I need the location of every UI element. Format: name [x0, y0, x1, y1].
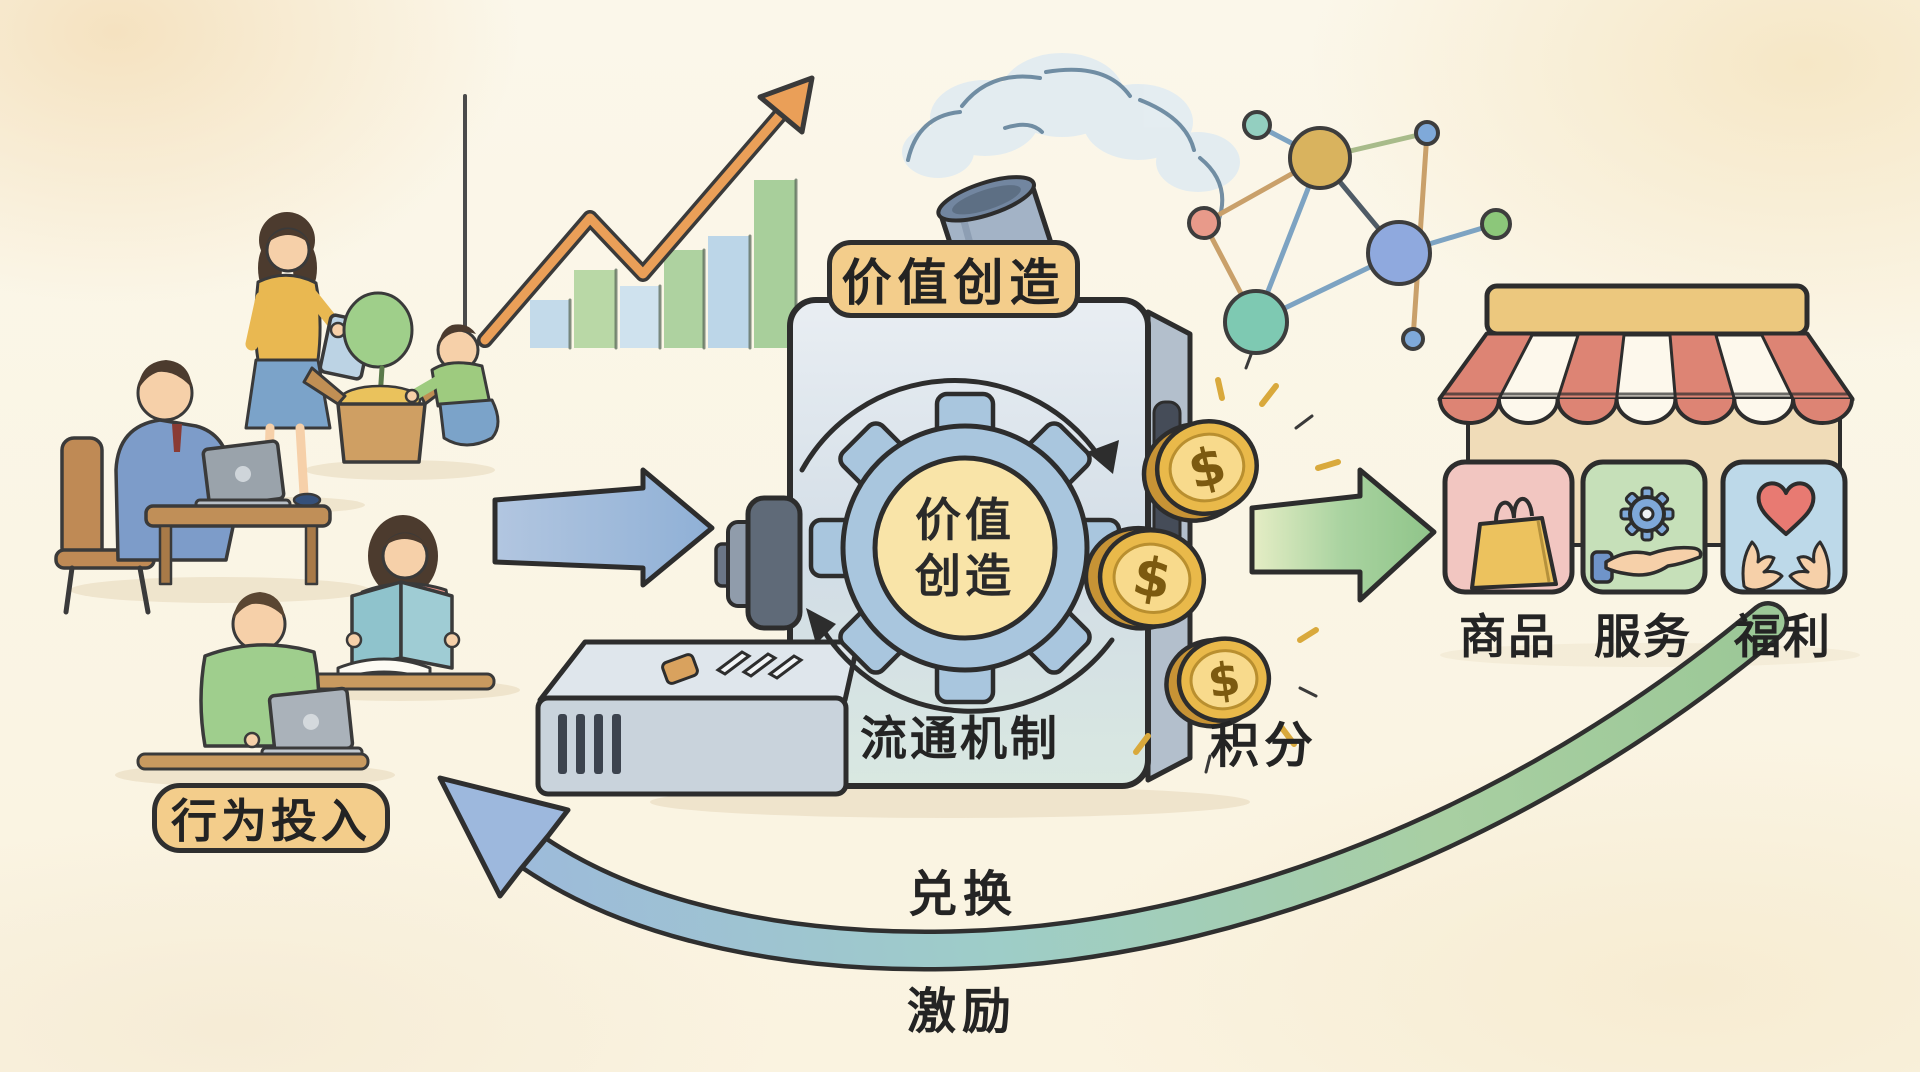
shopping-bag-icon	[1470, 496, 1558, 590]
store-item-label-welfare: 福利	[1734, 610, 1832, 665]
input-flow-arrow	[492, 467, 715, 588]
child-box-figure	[302, 291, 500, 464]
machine-input-port	[714, 495, 803, 631]
laptop-man-figure	[136, 592, 370, 771]
store-sign	[1484, 283, 1810, 337]
cycle-return-arrow	[437, 601, 1789, 972]
machine-attachment	[535, 639, 861, 797]
vent-grille	[558, 714, 621, 774]
store-card-services	[1580, 459, 1708, 595]
machine-smoke	[902, 53, 1240, 224]
gear-center-label-line1: 价值	[915, 493, 1015, 547]
gear-icon	[808, 391, 1122, 705]
laptop-icon	[267, 686, 355, 758]
trend-arrow-icon	[477, 75, 815, 348]
storefront	[1437, 283, 1855, 595]
cycle-arrowhead	[437, 775, 571, 899]
coin-icon: $	[1083, 525, 1207, 631]
behavior-input-badge: 行为投入	[152, 783, 390, 853]
incentive-label: 激励	[906, 983, 1017, 1040]
dollar-sign: $	[1204, 651, 1243, 709]
hand-with-gear-icon	[1590, 486, 1703, 584]
store-item-label-services: 服务	[1594, 610, 1692, 665]
network-graph-icon	[1187, 110, 1512, 355]
coin-icon: $	[1164, 636, 1272, 729]
hands-holding-heart-icon	[1741, 481, 1831, 592]
gear-center-label: 价值 创造	[865, 492, 1065, 604]
circulation-mechanism-label: 流通机制	[860, 712, 1060, 767]
desk-man-figure	[54, 360, 332, 615]
reading-woman-figure	[294, 515, 496, 691]
coin-icon: $	[1141, 419, 1259, 523]
value-machine	[535, 297, 1193, 797]
redeem-flow-arrow	[1249, 467, 1437, 603]
top-slits	[715, 650, 804, 680]
standing-woman-figure	[244, 212, 374, 508]
points-coins: $ $ $	[1083, 350, 1350, 774]
growth-chart	[463, 75, 815, 350]
value-creation-badge: 价值创造	[827, 240, 1080, 318]
store-card-welfare	[1720, 459, 1848, 595]
store-item-label-goods: 商品	[1459, 610, 1557, 665]
laptop-icon	[201, 439, 286, 509]
gear-center-label-line2: 创造	[915, 549, 1015, 604]
gear-cycle-arrows	[799, 378, 1119, 714]
store-awning	[1437, 331, 1855, 425]
redeem-label: 兑换	[907, 866, 1018, 923]
people-scene	[54, 212, 500, 771]
store-card-goods	[1442, 459, 1575, 595]
points-label: 积分	[1209, 717, 1318, 774]
